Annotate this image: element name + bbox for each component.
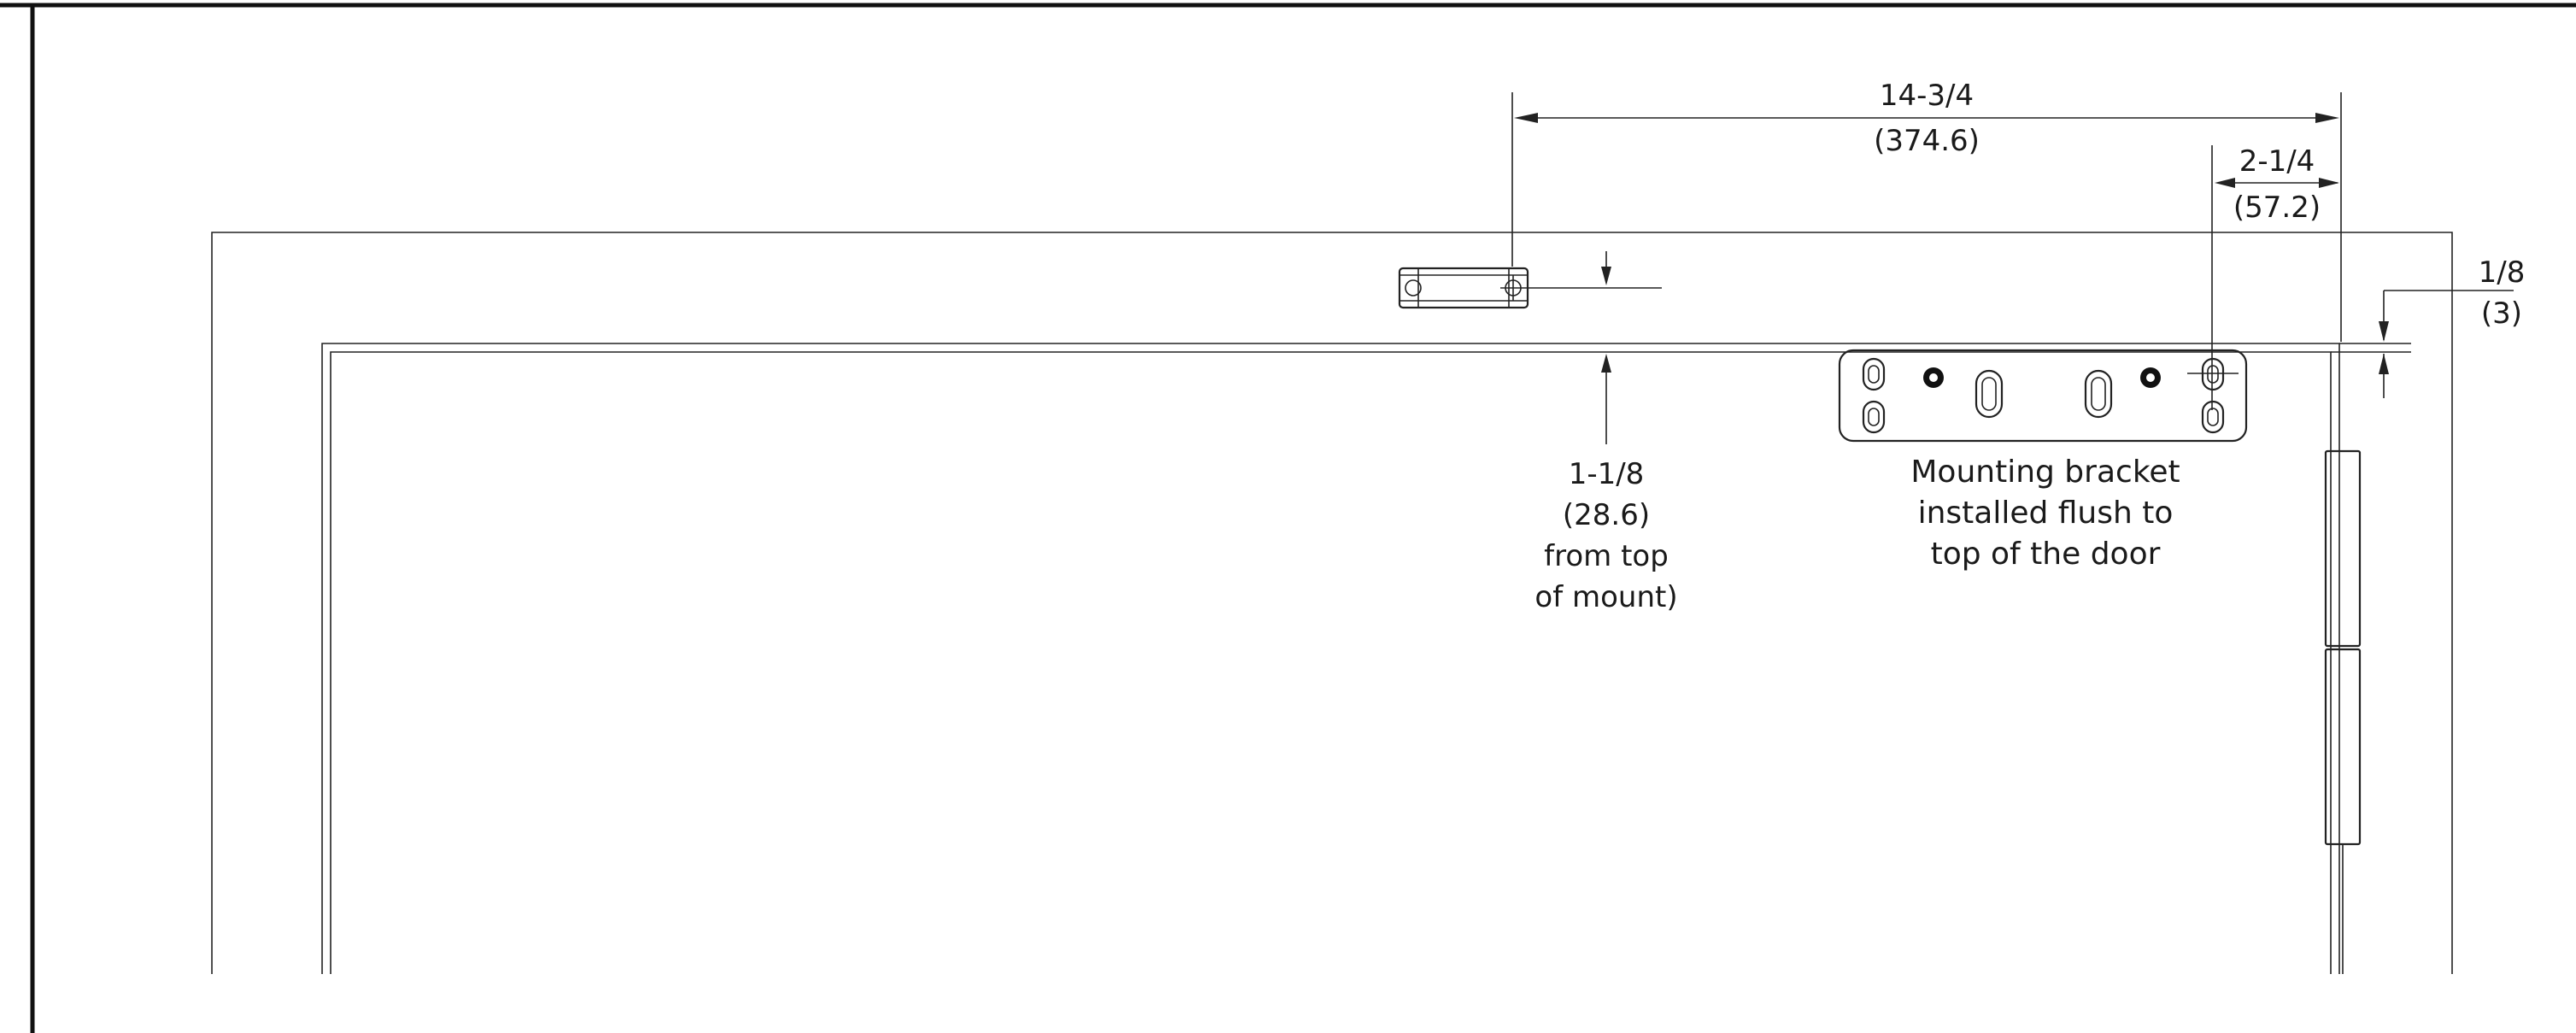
bracket-slot-icon — [2084, 369, 2113, 419]
dim-gap-imperial: 1/8 — [2479, 255, 2526, 290]
magnet-assembly — [1398, 267, 1662, 309]
dimension-overall: 14-3/4 (374.6) — [1511, 79, 2342, 342]
dim-height-imperial: 1-1/8 — [1569, 457, 1645, 491]
dim-gap-metric: (3) — [2481, 296, 2522, 331]
dim-overall-imperial: 14-3/4 — [1880, 79, 1974, 113]
bracket-slot-icon — [2201, 357, 2225, 391]
bracket-note-line-2: installed flush to — [1918, 496, 2174, 531]
door-panel — [321, 343, 2411, 974]
dimension-magnet-height: 1-1/8 (28.6) from top of mount) — [1534, 251, 1678, 614]
dim-height-metric: (28.6) — [1563, 498, 1650, 532]
dim-height-note-2: of mount) — [1534, 580, 1677, 614]
dimension-gap: 1/8 (3) — [2379, 255, 2525, 398]
dim-height-note-1: from top — [1544, 539, 1669, 573]
dim-overall-metric: (374.6) — [1874, 124, 1980, 158]
door-frame — [211, 232, 2453, 974]
bracket-note: Mounting bracket installed flush to top … — [1910, 455, 2180, 572]
bracket-slot-icon — [1862, 357, 1886, 391]
dim-offset-metric: (57.2) — [2233, 191, 2321, 225]
bracket-note-line-3: top of the door — [1931, 537, 2161, 572]
bracket-slot-icon — [2201, 400, 2225, 434]
mounting-bracket — [1838, 349, 2248, 443]
dim-offset-imperial: 2-1/4 — [2239, 144, 2315, 179]
bracket-note-line-1: Mounting bracket — [1910, 455, 2180, 490]
magnet-hole-left-icon — [1405, 279, 1422, 296]
door-hinge — [2324, 449, 2362, 974]
bracket-slot-icon — [1975, 369, 2004, 419]
dimension-bracket-offset: 2-1/4 (57.2) — [2211, 144, 2339, 410]
bracket-slot-icon — [1862, 400, 1886, 434]
